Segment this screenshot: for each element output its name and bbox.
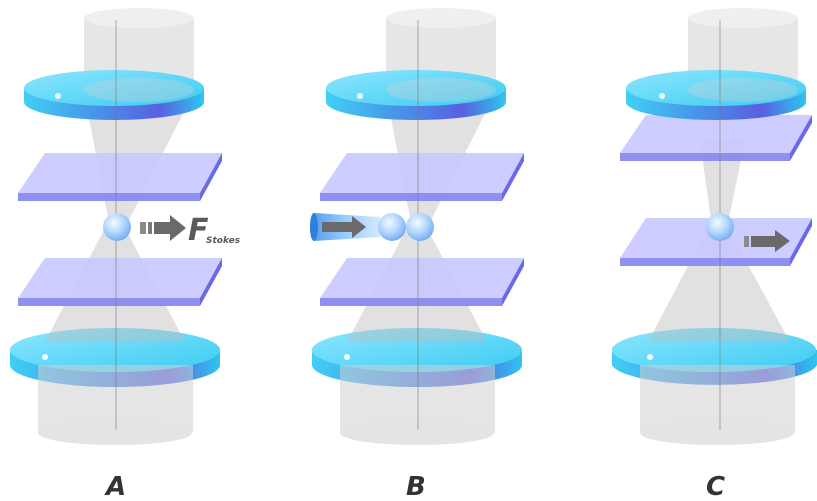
top-slide <box>320 153 524 201</box>
micropipette <box>310 213 380 241</box>
top-slide <box>18 153 222 201</box>
held-bead <box>378 213 406 241</box>
top-slide <box>620 115 812 161</box>
trapped-bead <box>706 213 734 241</box>
stokes-force-arrow <box>140 215 186 241</box>
force-symbol: F <box>188 213 209 248</box>
panel-c: C <box>612 8 817 501</box>
top-lens <box>626 70 806 120</box>
lower-beam-cylinder <box>640 365 795 445</box>
panel-b: B <box>310 8 524 501</box>
upper-beam-cone <box>700 140 745 228</box>
top-lens <box>24 70 204 120</box>
stage-motion-arrow <box>744 230 790 252</box>
bottom-slide <box>320 258 524 306</box>
lower-beam-cone <box>648 228 790 342</box>
force-subscript: Stokes <box>206 236 241 246</box>
panel-a: F Stokes A <box>10 8 241 501</box>
top-lens <box>326 70 506 120</box>
panel-label-a: A <box>104 472 126 501</box>
bottom-slide <box>18 258 222 306</box>
panel-label-c: C <box>706 472 725 501</box>
trapped-bead <box>103 213 131 241</box>
trapped-bead <box>406 213 434 241</box>
panel-label-b: B <box>406 472 426 501</box>
